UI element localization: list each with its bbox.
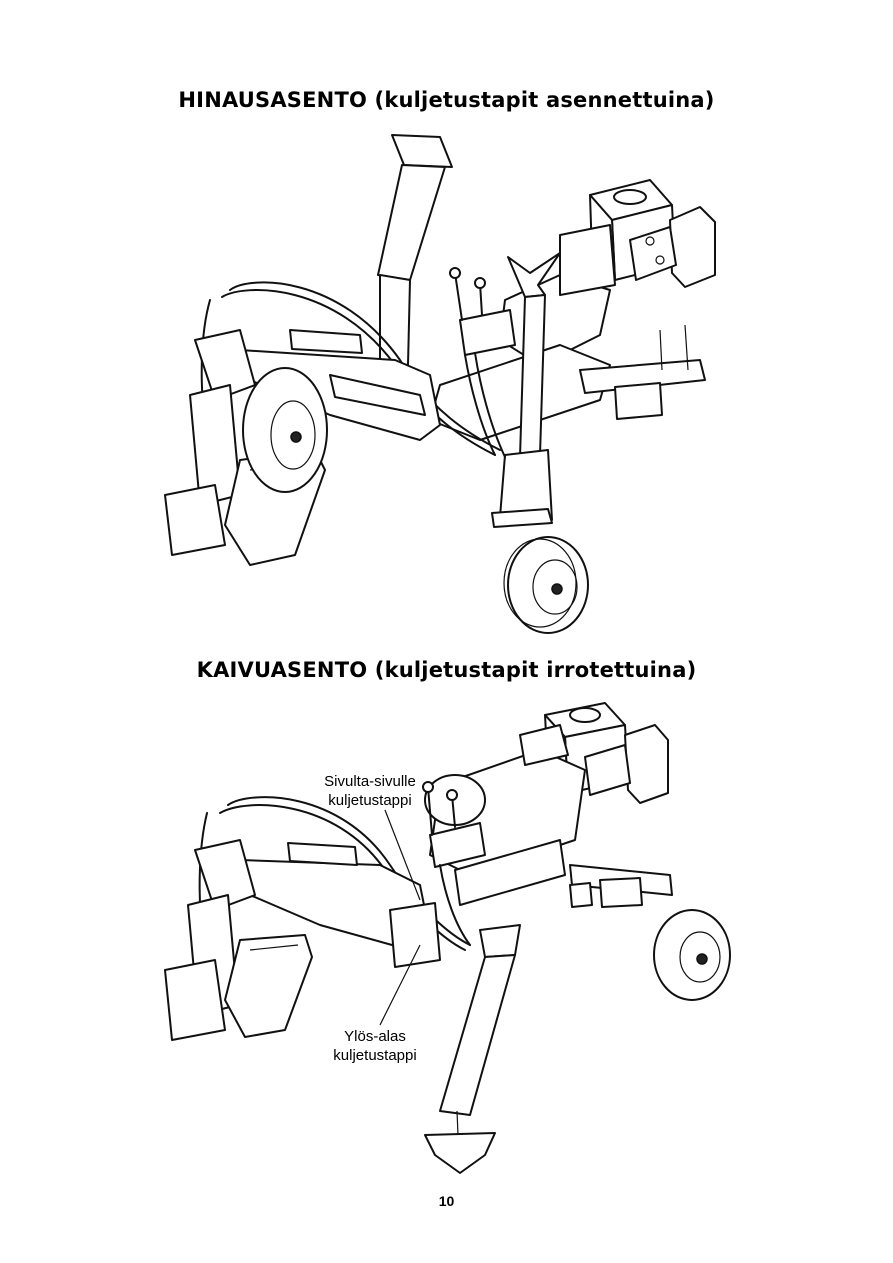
digging-position-subtitle: (kuljetustapit irrotettuina) — [374, 658, 697, 682]
tow-hitch — [491, 252, 561, 528]
control-valve — [449, 267, 516, 356]
rear-wheel — [242, 367, 328, 493]
digging-position-illustration — [164, 702, 731, 1174]
side-wheel — [653, 909, 731, 1001]
towing-position-heading: HINAUSASENTO (kuljetustapit asennettuina… — [0, 88, 893, 112]
control-valve — [422, 781, 486, 868]
side-pin-leader-line — [384, 809, 421, 901]
callout-side-line1: Sivulta-sivulle — [324, 773, 416, 790]
bucket — [224, 934, 313, 1038]
front-wheel — [503, 536, 589, 634]
up-down-pin-callout: Ylös-alas kuljetustappi — [320, 1027, 430, 1065]
digging-position-title: KAIVUASENTO — [196, 658, 368, 682]
page-number: 10 — [438, 1193, 455, 1209]
towing-position-subtitle: (kuljetustapit asennettuina) — [374, 88, 715, 112]
callout-side-line2: kuljetustappi — [328, 792, 412, 809]
callout-updown-line1: Ylös-alas — [344, 1028, 406, 1045]
boom-arm — [164, 839, 441, 1041]
towing-position-illustration — [164, 134, 716, 634]
tie-down-chains — [659, 324, 689, 371]
stand-post — [377, 134, 453, 366]
main-frame — [429, 224, 706, 441]
callout-updown-line2: kuljetustappi — [333, 1047, 417, 1064]
side-to-side-pin-callout: Sivulta-sivulle kuljetustappi — [310, 772, 430, 810]
hydraulic-hoses — [198, 796, 471, 951]
towing-position-title: HINAUSASENTO — [178, 88, 368, 112]
updown-pin-leader-line — [379, 944, 421, 1026]
digging-position-heading: KAIVUASENTO (kuljetustapit irrotettuina) — [0, 658, 893, 682]
stabilizer-leg — [424, 924, 521, 1174]
